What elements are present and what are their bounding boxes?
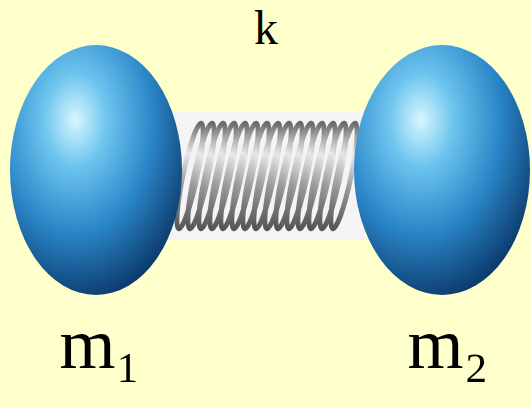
- spring-constant-label: k: [254, 4, 278, 52]
- mass-sphere: [354, 45, 530, 295]
- mass-label: m₁: [59, 308, 140, 380]
- spring-backing: [170, 112, 365, 240]
- mass-sphere: [10, 45, 182, 295]
- mass-label: m₂: [407, 308, 488, 380]
- spring: [172, 122, 362, 231]
